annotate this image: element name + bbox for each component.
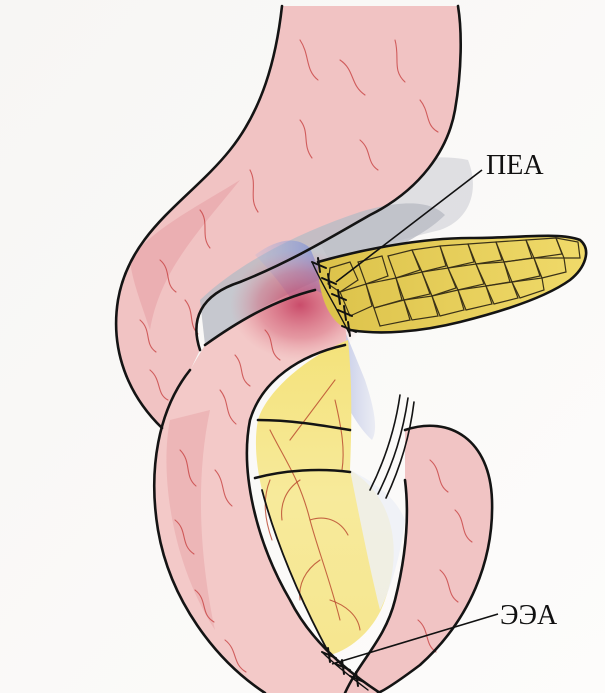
eea-label: ЭЭА — [500, 600, 558, 631]
pea-label: ПЕА — [486, 150, 544, 181]
